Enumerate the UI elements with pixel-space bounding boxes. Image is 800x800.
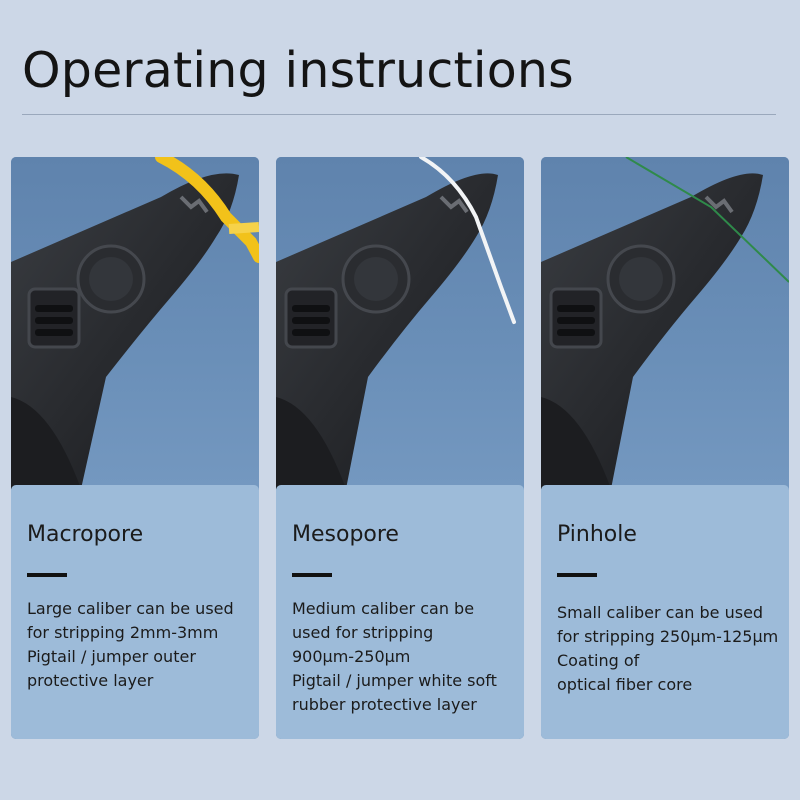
fiber-stripper-illustration <box>541 157 789 489</box>
description-line: optical fiber core <box>557 675 693 694</box>
cable-icon <box>419 157 516 324</box>
photo-stripper-mesopore <box>276 157 524 489</box>
photo-stripper-pinhole <box>541 157 789 489</box>
panel-pinhole: Pinhole Small caliber can be used for st… <box>541 485 789 739</box>
description-line: rubber protective layer <box>292 695 477 714</box>
description-line: for stripping 2mm-3mm <box>27 623 219 642</box>
title-underline <box>27 573 67 577</box>
card-description: Large caliber can be used for stripping … <box>27 597 259 693</box>
description-line: Medium caliber can be <box>292 599 475 618</box>
fiber-stripper-illustration <box>11 157 259 489</box>
card-title: Pinhole <box>557 522 637 547</box>
card-title: Macropore <box>27 522 144 547</box>
card-pinhole: Pinhole Small caliber can be used for st… <box>541 157 789 739</box>
photo-stripper-macropore <box>11 157 259 489</box>
title-underline <box>557 573 597 577</box>
page-title: Operating instructions <box>22 42 574 99</box>
fiber-stripper-illustration <box>276 157 516 489</box>
cable-icon <box>625 157 789 283</box>
description-line: Small caliber can be used <box>557 603 764 622</box>
card-mesopore: Mesopore Medium caliber can be used for … <box>276 157 524 739</box>
description-line: Coating of <box>557 651 640 670</box>
panel-macropore: Macropore Large caliber can be used for … <box>11 485 259 739</box>
description-line: used for stripping <box>292 623 434 642</box>
description-line: for stripping 250μm-125μm <box>557 627 779 646</box>
description-line: Pigtail / jumper white soft <box>292 671 497 690</box>
card-description: Small caliber can be used for stripping … <box>557 601 789 697</box>
card-description: Medium caliber can be used for stripping… <box>292 597 524 717</box>
card-title: Mesopore <box>292 522 399 547</box>
card-macropore: Macropore Large caliber can be used for … <box>11 157 259 739</box>
cable-icon <box>155 157 259 263</box>
description-line: protective layer <box>27 671 154 690</box>
description-line: Large caliber can be used <box>27 599 234 618</box>
panel-mesopore: Mesopore Medium caliber can be used for … <box>276 485 524 739</box>
description-line: Pigtail / jumper outer <box>27 647 196 666</box>
description-line: 900μm-250μm <box>292 647 411 666</box>
title-divider <box>22 114 776 115</box>
title-underline <box>292 573 332 577</box>
